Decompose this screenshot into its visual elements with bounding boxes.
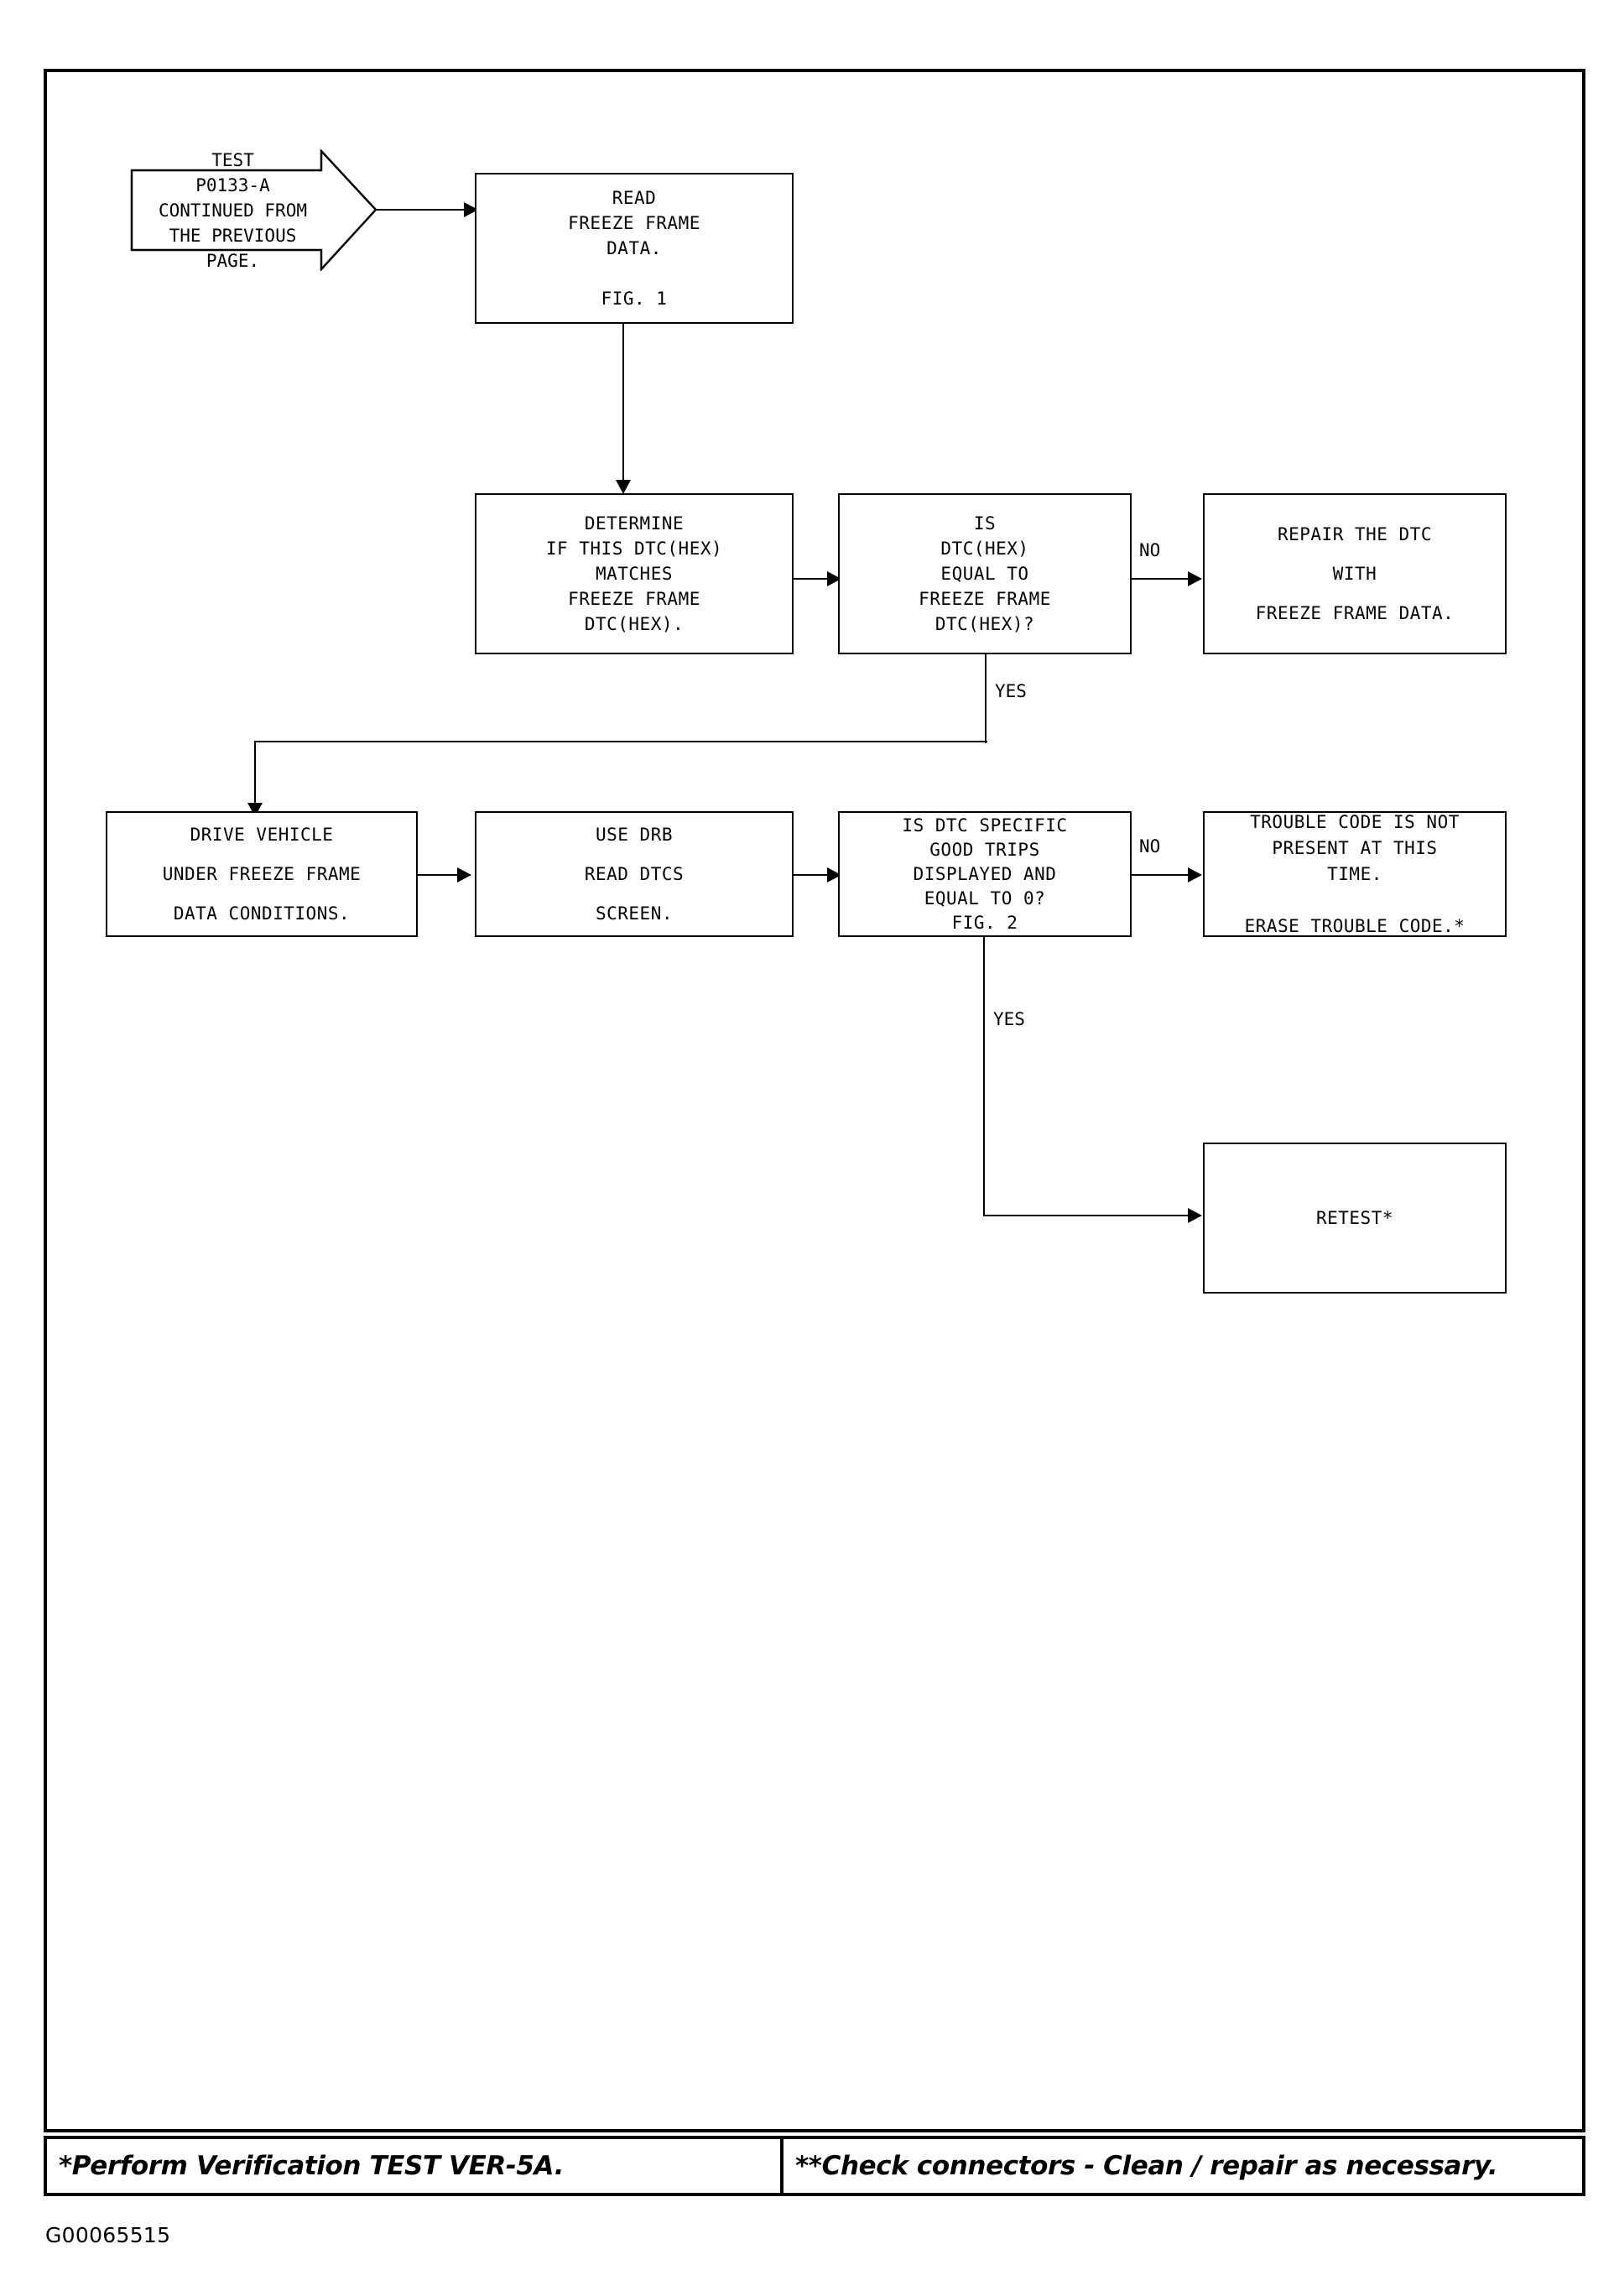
branch-label-no-2: NO <box>1139 836 1161 856</box>
branch-label-yes-2: YES <box>993 1009 1025 1029</box>
edge-entry-to-read <box>375 209 467 211</box>
arrow-banner-shape <box>130 149 377 271</box>
read-line-1: READ <box>612 188 657 208</box>
footer-note-left: *Perform Verification TEST VER-5A. <box>47 2139 783 2193</box>
document-id-code: G00065515 <box>45 2223 171 2247</box>
goodtrips-line-5: FIG. 2 <box>951 912 1018 933</box>
goodtrips-line-1: IS DTC SPECIFIC <box>902 815 1068 836</box>
arrowhead-isequal-no <box>1188 571 1202 586</box>
drive-line-3: DATA CONDITIONS. <box>173 903 351 924</box>
goodtrips-line-2: GOOD TRIPS <box>929 839 1040 860</box>
edge-determine-to-isequal <box>794 578 830 580</box>
read-line-4 <box>628 261 639 286</box>
repair-line-2: WITH <box>1332 563 1377 584</box>
usedrb-line-3: SCREEN. <box>595 903 673 924</box>
drive-line-1: DRIVE VEHICLE <box>190 824 334 845</box>
entry-line-2: P0133-A <box>195 174 270 195</box>
arrowhead-determine-to-isequal <box>827 571 841 586</box>
notpresent-line-4 <box>1349 888 1360 914</box>
determine-line-5: DTC(HEX). <box>584 614 685 634</box>
branch-label-no-1: NO <box>1139 540 1161 560</box>
read-line-3: DATA. <box>606 238 662 258</box>
edge-isequal-no <box>1132 578 1192 580</box>
node-good-trips-decision: IS DTC SPECIFIC GOOD TRIPS DISPLAYED AND… <box>838 811 1132 937</box>
goodtrips-line-3: DISPLAYED AND <box>913 863 1057 884</box>
node-is-equal-decision: IS DTC(HEX) EQUAL TO FREEZE FRAME DTC(HE… <box>838 493 1132 654</box>
notpresent-line-5: ERASE TROUBLE CODE.* <box>1244 915 1465 936</box>
footer-bar: *Perform Verification TEST VER-5A. **Che… <box>44 2136 1585 2196</box>
node-drive-vehicle: DRIVE VEHICLE UNDER FREEZE FRAME DATA CO… <box>106 811 418 937</box>
determine-line-4: FREEZE FRAME <box>568 589 700 609</box>
arrowhead-entry-to-read <box>464 202 478 217</box>
arrowhead-yes-to-retest <box>1188 1208 1202 1223</box>
node-retest: RETEST* <box>1203 1143 1507 1294</box>
branch-label-yes-1: YES <box>995 681 1027 701</box>
edge-isequal-yes-left <box>254 741 987 742</box>
arrowhead-usedrb-to-goodtrips <box>827 867 841 882</box>
edge-drive-to-usedrb <box>418 874 460 876</box>
entry-line-5: PAGE. <box>206 250 260 271</box>
node-use-drb: USE DRB READ DTCS SCREEN. <box>475 811 794 937</box>
isequal-line-2: DTC(HEX) <box>940 539 1029 559</box>
edge-goodtrips-no <box>1132 874 1192 876</box>
determine-line-2: IF THIS DTC(HEX) <box>545 539 723 559</box>
notpresent-line-2: PRESENT AT THIS <box>1272 837 1438 858</box>
notpresent-line-1: TROUBLE CODE IS NOT <box>1250 811 1460 832</box>
determine-line-1: DETERMINE <box>584 513 685 534</box>
entry-line-3: CONTINUED FROM <box>158 200 307 221</box>
node-not-present: TROUBLE CODE IS NOT PRESENT AT THIS TIME… <box>1203 811 1507 937</box>
arrowhead-drive-to-usedrb <box>457 867 471 882</box>
entry-line-1: TEST <box>211 149 254 170</box>
edge-goodtrips-yes-down <box>983 937 985 1216</box>
entry-line-4: THE PREVIOUS <box>169 225 297 246</box>
node-entry-text: TEST P0133-A CONTINUED FROM THE PREVIOUS… <box>130 149 336 271</box>
page-border <box>44 69 1585 2132</box>
repair-line-1: REPAIR THE DTC <box>1277 523 1432 544</box>
isequal-line-4: FREEZE FRAME <box>919 589 1051 609</box>
determine-line-3: MATCHES <box>595 564 673 584</box>
drive-line-2: UNDER FREEZE FRAME <box>162 863 362 884</box>
isequal-line-1: IS <box>973 513 997 534</box>
arrowhead-goodtrips-no <box>1188 867 1202 882</box>
node-determine: DETERMINE IF THIS DTC(HEX) MATCHES FREEZ… <box>475 493 794 654</box>
isequal-line-5: DTC(HEX)? <box>934 614 1035 634</box>
edge-isequal-yes-to-drive <box>254 741 256 812</box>
edge-read-to-determine <box>622 324 624 485</box>
read-line-2: FREEZE FRAME <box>568 213 700 233</box>
retest-line-1: RETEST* <box>1315 1208 1393 1228</box>
repair-line-3: FREEZE FRAME DATA. <box>1255 602 1455 623</box>
isequal-line-3: EQUAL TO <box>940 564 1029 584</box>
usedrb-line-2: READ DTCS <box>584 863 685 884</box>
node-entry-banner: TEST P0133-A CONTINUED FROM THE PREVIOUS… <box>130 149 377 271</box>
goodtrips-line-4: EQUAL TO 0? <box>924 888 1046 909</box>
arrowhead-read-to-determine <box>616 480 631 494</box>
usedrb-line-1: USE DRB <box>595 824 673 845</box>
node-read-freeze-frame: READ FREEZE FRAME DATA. FIG. 1 <box>475 173 794 324</box>
read-line-5: FIG. 1 <box>601 289 668 309</box>
edge-goodtrips-yes-right <box>983 1215 1193 1216</box>
node-repair: REPAIR THE DTC WITH FREEZE FRAME DATA. <box>1203 493 1507 654</box>
edge-usedrb-to-goodtrips <box>794 874 830 876</box>
footer-note-right: **Check connectors - Clean / repair as n… <box>795 2151 1498 2181</box>
edge-isequal-yes-down <box>985 654 986 743</box>
notpresent-line-3: TIME. <box>1327 863 1382 884</box>
